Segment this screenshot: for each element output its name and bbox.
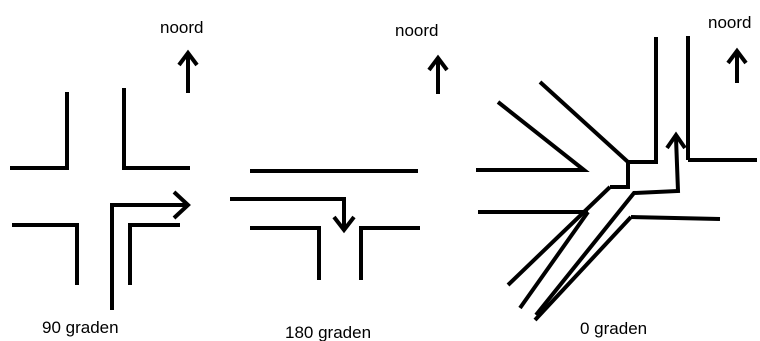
route-arrow <box>534 137 681 317</box>
road-edges <box>10 88 190 285</box>
diagram-caption: 180 graden <box>285 323 371 341</box>
route-arrow <box>110 203 186 310</box>
north-label: noord <box>708 13 751 32</box>
road-edge-bottom-right <box>128 223 180 285</box>
diagram-90-degrees: noord 90 graden <box>10 18 203 337</box>
north-arrow-icon <box>427 54 449 94</box>
route-arrow-head <box>665 131 687 150</box>
diagram-0-degrees: noord 0 graden <box>476 13 757 338</box>
north-arrow-icon <box>177 49 199 93</box>
north-arrow-icon <box>726 47 748 83</box>
route-arrow-head <box>332 215 356 234</box>
road-edge-lower-diagonal-1 <box>506 185 612 287</box>
north-label: noord <box>160 18 203 37</box>
road-edges <box>476 36 757 322</box>
route-arrow-head <box>172 190 191 220</box>
road-edge-bottom-right <box>359 226 420 280</box>
road-edge-lower-diagonal-2 <box>518 210 590 310</box>
road-edge-lower-diagonal-3 <box>533 215 633 322</box>
road-edge-lower-right <box>630 215 721 221</box>
road-edge-top-right <box>122 88 190 170</box>
road-edge-bottom-left <box>12 223 79 285</box>
diagram-180-degrees: noord 180 graden <box>230 21 449 341</box>
road-edge-bottom-left <box>250 226 321 280</box>
road-edge-upper-diagonal <box>538 80 630 164</box>
road-edge-top-left <box>10 92 69 170</box>
diagram-caption: 90 graden <box>42 318 119 337</box>
north-label: noord <box>395 21 438 40</box>
diagram-caption: 0 graden <box>580 319 647 338</box>
route-arrow <box>230 197 346 228</box>
road-edges <box>250 169 420 280</box>
road-edge-upper-diagonal-2 <box>476 100 590 172</box>
road-edge-center-bend <box>610 162 630 189</box>
road-edge-vertical-left <box>628 37 658 164</box>
